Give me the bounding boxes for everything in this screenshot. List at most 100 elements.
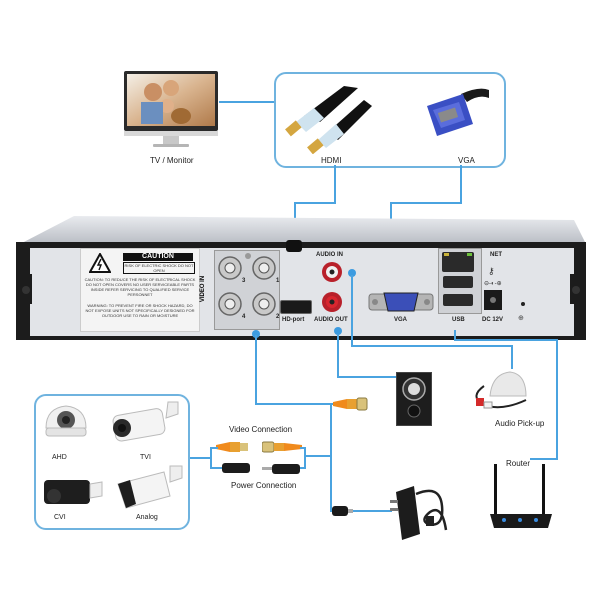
dome-camera-icon <box>45 405 87 437</box>
vga-label: VGA <box>458 156 475 165</box>
hdmi-port <box>280 300 312 314</box>
hdmi-label: HDMI <box>321 156 342 165</box>
camera-tvi <box>108 398 182 446</box>
polarity-icon: ⊖-◐-⊕ <box>484 281 502 287</box>
camera-analog-label: Analog <box>136 514 158 521</box>
caution-text-2: WARNING: TO PREVENT FIRE OR SHOCK HAZARD… <box>85 303 195 318</box>
bnc-female-icon <box>216 442 248 452</box>
monitor-icon <box>124 71 218 147</box>
audio-in-jack <box>322 262 342 282</box>
dc-plug-icon <box>332 506 353 516</box>
camera-ahd <box>44 402 88 442</box>
net-label: NET <box>490 252 502 258</box>
video-connection-label: Video Connection <box>229 425 293 434</box>
bullet-camera-icon <box>112 401 179 442</box>
audio-out-jack <box>322 292 342 312</box>
dc-label: DC 12V <box>482 317 504 323</box>
audio-out-dot <box>334 327 342 335</box>
audio-out-line-h <box>337 376 397 378</box>
dvr-unit: CAUTION RISK OF ELECTRIC SHOCK DO NOT OP… <box>14 214 588 344</box>
camera-branch-line <box>304 455 332 457</box>
net-line <box>454 330 456 340</box>
video-connector-male <box>262 440 304 454</box>
hd-port-label: HD-port <box>282 317 305 323</box>
hdmi-cable <box>284 82 374 154</box>
pair-bracket-right-top <box>300 447 306 449</box>
power-adapter-icon <box>390 486 448 540</box>
microphone-dome-icon <box>475 371 527 409</box>
audio-pickup-label: Audio Pick-up <box>495 419 545 428</box>
bnc-number-4: 4 <box>242 314 246 320</box>
pair-bracket-right-v <box>304 447 306 469</box>
camera-cvi-label: CVI <box>54 514 66 521</box>
camera-ahd-label: AHD <box>52 454 67 461</box>
pair-bracket-left-top <box>210 447 218 449</box>
tv-monitor <box>123 70 219 150</box>
video-connector-female <box>216 440 250 454</box>
camera-trunk-line <box>330 404 332 512</box>
audio-out-line <box>337 335 339 377</box>
net-line-h <box>454 339 558 341</box>
pair-to-cameras-line <box>188 457 212 459</box>
video-in-dot <box>252 330 260 338</box>
video-in-line-h <box>255 403 335 405</box>
monitor-connector-line <box>219 101 275 103</box>
ground-icon: ⊕ <box>518 315 524 322</box>
bnc-port-4 <box>218 292 242 316</box>
power-adapter <box>390 484 450 542</box>
audio-in-line-h <box>351 345 513 347</box>
caution-text-1: CAUTION: TO REDUCE THE RISK OF ELECTRICA… <box>84 277 196 297</box>
reset-hole <box>521 302 525 306</box>
caution-title: CAUTION <box>123 253 193 261</box>
audio-in-dot <box>348 269 356 277</box>
caution-subtitle: RISK OF ELECTRIC SHOCK DO NOT OPEN <box>123 262 195 274</box>
cameras-box: AHD TVI CVI Analog <box>34 394 190 530</box>
net-line-v <box>556 339 558 459</box>
hdmi-cable-icon <box>285 86 372 154</box>
net-line-h2 <box>530 458 558 460</box>
bnc-port-1 <box>252 256 276 280</box>
camera-cvi <box>40 472 104 512</box>
vga-connector-line-h <box>390 202 462 204</box>
power-adapter-line <box>352 510 392 512</box>
vga-cable <box>421 84 491 144</box>
audio-in-label: AUDIO IN <box>316 252 343 258</box>
bnc-port-3 <box>218 256 242 280</box>
audio-pickup <box>470 366 530 416</box>
power-connector-male <box>262 463 302 475</box>
speaker-icon <box>402 377 426 418</box>
vga-connector-line <box>460 165 462 203</box>
router-label: Router <box>506 459 531 468</box>
bnc-number-3: 3 <box>242 278 246 284</box>
speaker <box>396 372 432 426</box>
bnc-cable-end <box>333 396 369 412</box>
bnc-male-icon <box>262 441 302 453</box>
bnc-connector-icon <box>333 397 368 411</box>
router-icon <box>490 464 552 528</box>
dc-power-jack <box>484 290 502 310</box>
warning-triangle-icon <box>89 253 111 273</box>
dc-male-icon <box>262 464 300 474</box>
camera-analog <box>114 462 186 512</box>
video-in-panel: VIDEO IN 3 1 4 2 <box>200 248 280 332</box>
pair-bracket-left-bot <box>210 467 222 469</box>
bnc-number-2: 2 <box>276 314 280 320</box>
router <box>488 462 554 530</box>
monitor-label: TV / Monitor <box>150 156 194 165</box>
camera-tvi-label: TVI <box>140 454 151 461</box>
bnc-number-1: 1 <box>276 278 280 284</box>
usb-label: USB <box>452 317 465 323</box>
vga-cable-icon <box>427 88 489 136</box>
dc-plug <box>332 504 354 518</box>
usb-port-2 <box>443 294 473 306</box>
hdmi-connector-line <box>334 165 336 203</box>
bnc-ports <box>218 253 276 316</box>
vga-port <box>368 292 434 312</box>
bnc-port-2 <box>252 292 276 316</box>
vga-port-label: VGA <box>394 317 408 323</box>
bullet-camera-icon <box>117 465 183 509</box>
caution-label: CAUTION RISK OF ELECTRIC SHOCK DO NOT OP… <box>80 248 200 332</box>
bullet-camera-icon <box>44 480 103 504</box>
audio-in-line <box>351 275 353 345</box>
hdmi-connector-line-h <box>294 202 336 204</box>
